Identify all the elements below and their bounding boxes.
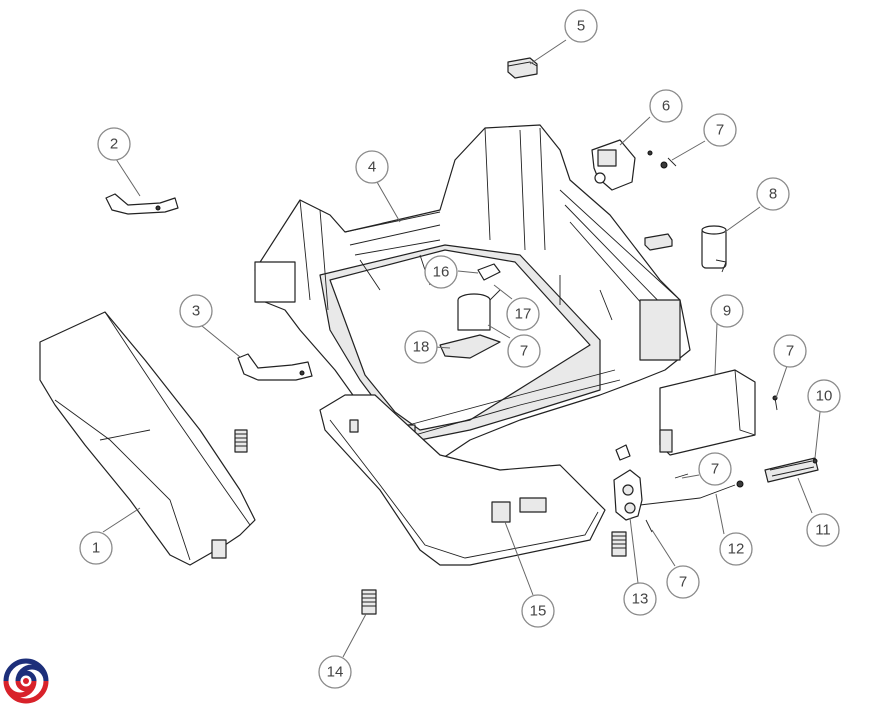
svg-text:16: 16 <box>433 264 450 281</box>
seal-part-18 <box>439 334 501 359</box>
svg-text:7: 7 <box>716 122 724 139</box>
bottom-tray-part <box>319 394 606 566</box>
svg-text:9: 9 <box>723 303 731 320</box>
callout-3: 3 <box>179 294 213 328</box>
svg-text:1: 1 <box>92 540 100 557</box>
svg-text:17: 17 <box>515 306 532 323</box>
foot-part-left <box>234 429 248 453</box>
bracket-part-3 <box>237 353 313 381</box>
callout-14: 14 <box>318 655 352 689</box>
callout-4: 4 <box>355 150 389 184</box>
svg-text:2: 2 <box>110 136 118 153</box>
callout-7-inner: 7 <box>507 334 541 368</box>
svg-text:8: 8 <box>769 186 777 203</box>
svg-text:4: 4 <box>368 159 376 176</box>
wire-part-12 <box>639 484 736 506</box>
svg-text:7: 7 <box>786 343 794 360</box>
callout-10: 10 <box>807 379 841 413</box>
svg-text:5: 5 <box>577 18 585 35</box>
callout-6: 6 <box>649 89 683 123</box>
svg-text:7: 7 <box>711 461 719 478</box>
svg-text:14: 14 <box>327 664 344 681</box>
float-switch-part-13 <box>613 444 643 521</box>
callout-13: 13 <box>623 582 657 616</box>
callout-11: 11 <box>806 513 840 547</box>
switch-part-16 <box>477 263 501 281</box>
callout-7-mid: 7 <box>698 452 732 486</box>
svg-text:12: 12 <box>728 541 745 558</box>
screw-part-7-bottom <box>645 519 653 533</box>
svg-text:3: 3 <box>192 303 200 320</box>
callout-17: 17 <box>506 297 540 331</box>
svg-text:6: 6 <box>662 98 670 115</box>
brand-logo-icon <box>3 658 49 704</box>
svg-text:7: 7 <box>520 343 528 360</box>
small-block-part <box>644 233 673 251</box>
callout-7-bottom: 7 <box>666 565 700 599</box>
foot-part-right <box>611 531 627 557</box>
screw-part-7-mid <box>674 473 744 488</box>
heater-rod-part-11 <box>764 457 819 483</box>
svg-text:10: 10 <box>816 388 833 405</box>
callout-9: 9 <box>710 294 744 328</box>
svg-text:13: 13 <box>632 591 649 608</box>
foot-part-14 <box>361 589 377 615</box>
svg-text:15: 15 <box>530 603 547 620</box>
callout-7-right: 7 <box>773 334 807 368</box>
callout-5: 5 <box>564 9 598 43</box>
capacitor-part-8 <box>701 225 727 273</box>
bracket-part-2 <box>105 193 179 215</box>
control-box-part-9 <box>659 369 756 456</box>
svg-text:11: 11 <box>815 522 831 539</box>
callout-8: 8 <box>756 177 790 211</box>
front-panel-part <box>39 311 256 566</box>
svg-text:7: 7 <box>679 574 687 591</box>
block-part-5 <box>507 57 538 79</box>
screw-part-7-top <box>667 157 677 167</box>
callout-7-top: 7 <box>703 113 737 147</box>
pump-part-17 <box>457 289 501 331</box>
callout-12: 12 <box>719 532 753 566</box>
callout-15: 15 <box>521 594 555 628</box>
callout-1: 1 <box>79 531 113 565</box>
callout-18: 18 <box>404 330 438 364</box>
callout-2: 2 <box>97 127 131 161</box>
svg-text:18: 18 <box>413 339 430 356</box>
callout-16: 16 <box>424 255 458 289</box>
valve-part-6 <box>591 139 668 191</box>
